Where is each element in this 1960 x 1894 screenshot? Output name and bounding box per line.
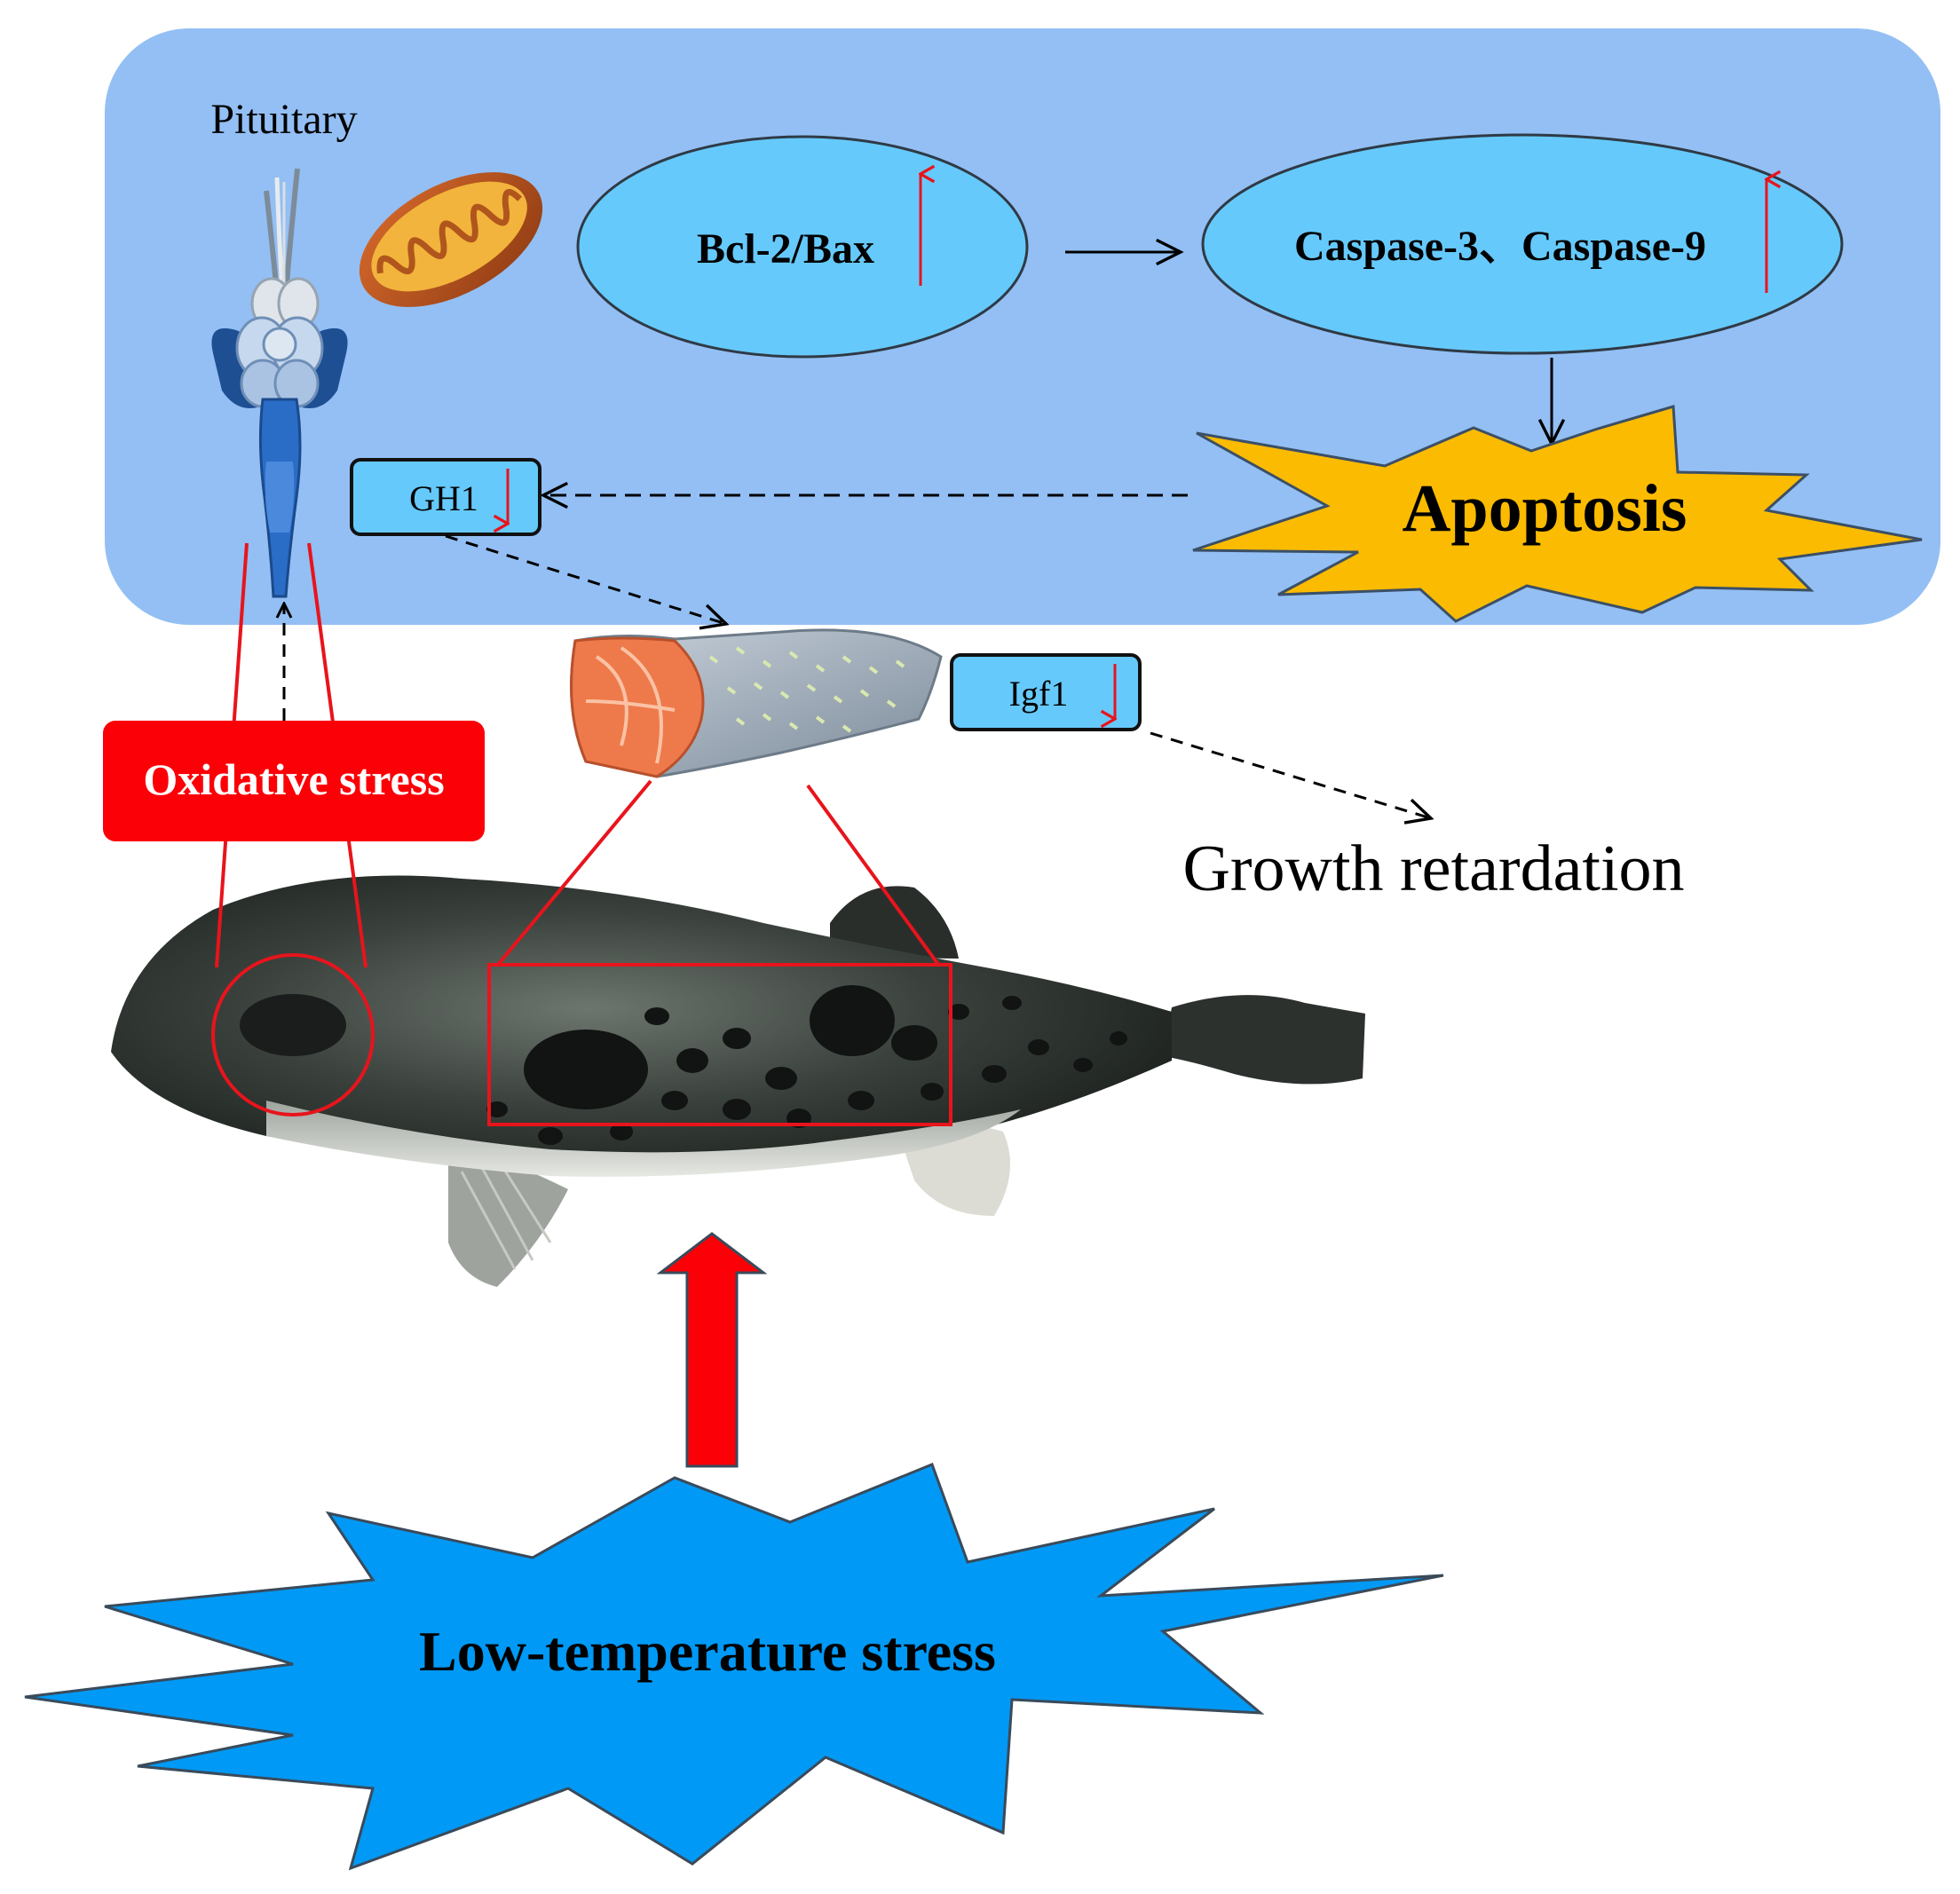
- igf1-box: [950, 653, 1142, 731]
- pufferfish-photo: [111, 875, 1365, 1287]
- brain-highlight-circle: [211, 953, 375, 1117]
- caspase-label: Caspase-3、Caspase-9: [1294, 223, 1706, 270]
- arrow-gh1-to-muscle: [445, 534, 726, 624]
- muscle-tissue-icon: [570, 628, 943, 778]
- oxidative-stress-box: [103, 721, 485, 841]
- bcl2-bax-node: [576, 135, 1029, 359]
- low-temperature-stress-burst: [24, 1463, 1444, 1871]
- muscle-highlight-box: [487, 963, 952, 1126]
- mitochondrion-icon: [359, 172, 543, 307]
- oxidative-stress-label: Oxidative stress: [143, 754, 444, 804]
- apoptosis-burst: [1192, 405, 1923, 623]
- gh1-box: [350, 458, 541, 536]
- pituitary-brain-icon: [211, 168, 348, 598]
- low-temperature-stress-label: Low-temperature stress: [419, 1620, 996, 1683]
- apoptosis-label: Apoptosis: [1403, 471, 1687, 546]
- igf1-label: Igf1: [1009, 674, 1069, 714]
- growth-retardation-label: Growth retardation: [1182, 833, 1684, 905]
- muscle-zoom-line-left: [495, 779, 652, 967]
- stress-up-arrow: [656, 1232, 768, 1468]
- gh1-label: GH1: [409, 478, 478, 518]
- pituitary-label: Pituitary: [210, 96, 357, 143]
- arrow-igf1-to-growth: [1150, 731, 1431, 818]
- muscle-zoom-line-right: [806, 784, 941, 967]
- bcl2-bax-label: Bcl-2/Bax: [697, 225, 874, 272]
- caspase-node: [1201, 133, 1844, 355]
